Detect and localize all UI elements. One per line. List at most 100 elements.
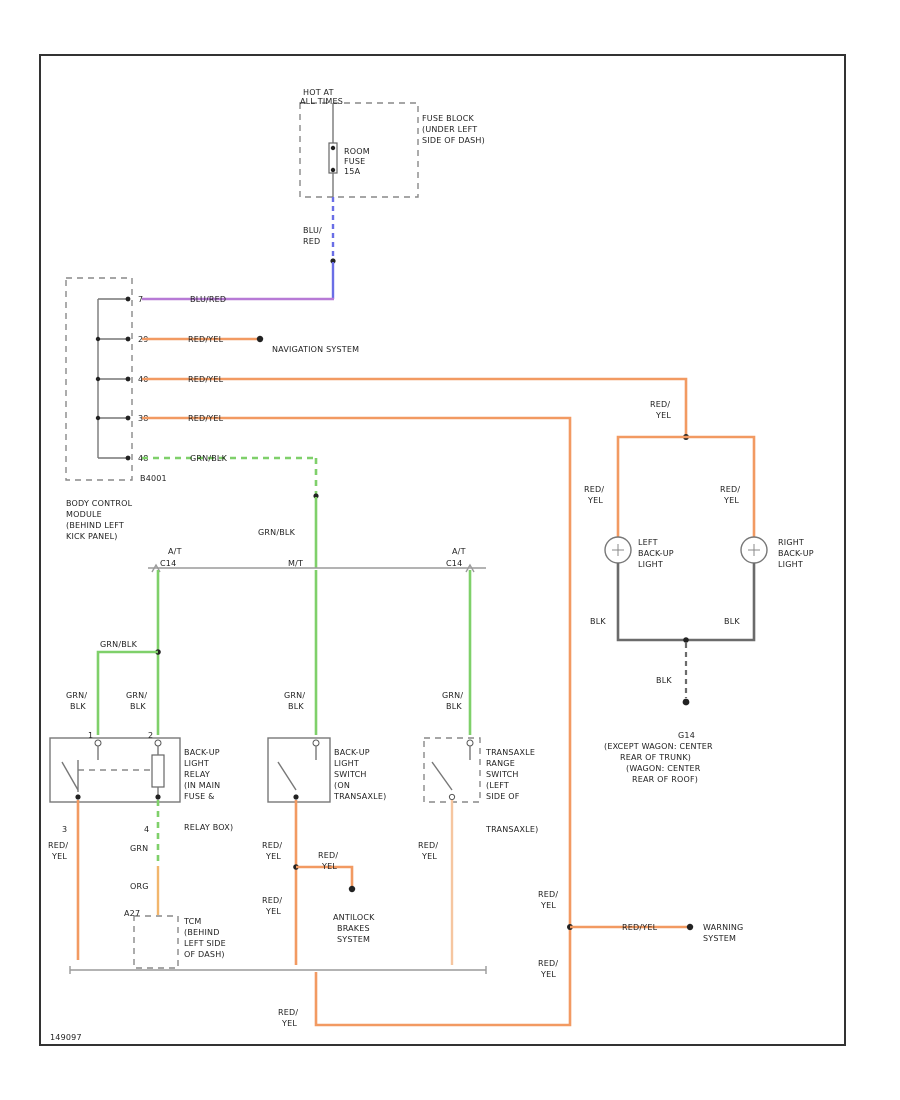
ground-wire-label: BLK (656, 676, 672, 685)
left-light-label-1: LEFT (638, 538, 658, 547)
switch-desc-1: BACK-UP (334, 748, 370, 757)
right-light-label-3: LIGHT (778, 560, 803, 569)
ground-desc-1: (EXCEPT WAGON: CENTER (604, 742, 713, 751)
bcm-pin40-wire (142, 377, 688, 437)
right-light-label-1: RIGHT (778, 538, 804, 547)
tcm: A27 TCM (BEHIND LEFT SIDE OF DASH) (124, 909, 226, 969)
ground-splice (683, 637, 689, 643)
splice-bus: A/T C14 M/T A/T C14 (148, 547, 486, 573)
body-control-module: 7 29 40 38 48 B4001 BODY CONTROL MODULE … (65, 277, 167, 541)
switch-in-label-1: GRN/ (284, 691, 305, 700)
ground-desc-4: REAR OF ROOF) (632, 775, 698, 784)
switch-arm (277, 761, 297, 791)
range-output-label-1: RED/ (418, 841, 438, 850)
relay-in2-label-1: GRN/ (126, 691, 147, 700)
green-branches: GRN/BLK GRN/ BLK GRN/ BLK GRN/ BLK GRN/ … (66, 570, 472, 735)
ground-desc-2: REAR OF TRUNK) (620, 753, 691, 762)
relay-pin-1-number: 1 (88, 731, 93, 740)
splice-left-label-1: A/T (168, 547, 182, 556)
relay-pin-2-number: 2 (148, 731, 153, 740)
bcm-location-3: (BEHIND LEFT (66, 521, 124, 530)
pin40-backup-light-feed: RED/YEL RED/ YEL (142, 375, 689, 440)
splice-right-tick (465, 563, 475, 573)
navigation-connector-dot (256, 335, 264, 343)
relay-desc-1: BACK-UP (184, 748, 220, 757)
relay-coil-wire-label: GRN/BLK (100, 640, 138, 649)
antilock-label-3: SYSTEM (337, 935, 370, 944)
fuse-rating: 15A (344, 167, 361, 176)
bcm-outline (65, 277, 133, 481)
range-switch-outline (423, 737, 481, 803)
bcm-pin38-wire (142, 416, 572, 1027)
ground-desc-3: (WAGON: CENTER (626, 764, 701, 773)
range-arm (431, 761, 453, 791)
switch-desc-2: LIGHT (334, 759, 359, 768)
relay-desc-6: RELAY BOX) (184, 823, 233, 832)
switch-in-label-2: BLK (288, 702, 304, 711)
diagram-frame (39, 54, 846, 1046)
bcm-pin-48-terminal (125, 455, 131, 461)
bcm-location-1: BODY CONTROL (66, 499, 133, 508)
splice-right-label-2: C14 (446, 559, 462, 568)
antilock-wire (296, 865, 354, 886)
splice-left-label-2: C14 (160, 559, 176, 568)
bcm-pin-7-terminal (125, 296, 131, 302)
range-desc-6: TRANSAXLE) (485, 825, 538, 834)
antilock-connector-dot (348, 885, 356, 893)
tcm-org-label: ORG (130, 882, 149, 891)
pin48-grn-blk-wire: GRN/BLK GRN/BLK (142, 454, 319, 568)
right-light-feed-label-1: RED/ (720, 485, 740, 494)
tcm-desc-2: (BEHIND (184, 928, 220, 937)
right-light-ground-label: BLK (724, 617, 740, 626)
grn-blk-drop-label: GRN/BLK (258, 528, 296, 537)
relay-lower-wires: RED/ YEL GRN ORG (48, 800, 160, 960)
relay-outline (49, 737, 181, 803)
switch-output-lower-label-2: YEL (265, 907, 281, 916)
fuse-block-location-1: FUSE BLOCK (422, 114, 474, 123)
fuse-block-location-3: SIDE OF DASH) (422, 136, 485, 145)
bcm-location-2: MODULE (66, 510, 102, 519)
tcm-desc-3: LEFT SIDE (184, 939, 226, 948)
antilock-label-1: ANTILOCK (333, 913, 375, 922)
blu-red-wire: BLU/ RED BLU/RED (142, 197, 336, 304)
antilock-wire-label-1: RED/ (318, 851, 338, 860)
return-upper-label-2: YEL (540, 901, 556, 910)
tcm-desc-4: OF DASH) (184, 950, 225, 959)
switch-desc-3: SWITCH (334, 770, 367, 779)
left-light-label-2: BACK-UP (638, 549, 674, 558)
tcm-pin: A27 (124, 909, 140, 918)
range-desc-1: TRANSAXLE (485, 748, 535, 757)
relay-coil (151, 754, 165, 788)
switch-outline (267, 737, 331, 803)
right-light-feed-label-2: YEL (723, 496, 739, 505)
relay-pin-4-number: 4 (144, 825, 149, 834)
switch-pin-top (312, 739, 320, 747)
relay-coil-ground-label: GRN (130, 844, 148, 853)
fuse-name: ROOM (344, 147, 370, 156)
left-light-label-3: LIGHT (638, 560, 663, 569)
light-ground-bus (616, 563, 756, 642)
relay-in2-label-2: BLK (130, 702, 146, 711)
light-feed-bus (616, 435, 756, 545)
left-light-feed-label-1: RED/ (584, 485, 604, 494)
relay-output-label-2: YEL (51, 852, 67, 861)
light-feed-label-2: YEL (655, 411, 671, 420)
hot-label-line2: ALL TIMES (300, 97, 343, 106)
warning-connector-dot (686, 923, 694, 931)
backup-light-switch: BACK-UP LIGHT SWITCH (ON TRANSAXLE) RED/… (262, 737, 386, 965)
bcm-pin7-wire-label: BLU/RED (190, 295, 226, 304)
return-upper-label-1: RED/ (538, 890, 558, 899)
fuse-block-location-2: (UNDER LEFT (422, 125, 477, 134)
warning-label-2: SYSTEM (703, 934, 736, 943)
bcm-pin40-wire-label: RED/YEL (188, 375, 224, 384)
relay-pin-2 (154, 739, 162, 747)
fuse-terminal-top (330, 145, 336, 151)
relay-pin-1 (94, 739, 102, 747)
return-lower-label-1: RED/ (538, 959, 558, 968)
right-bulb-filament (748, 544, 760, 556)
relay-desc-3: RELAY (184, 770, 210, 779)
blu-red-label-1: BLU/ (303, 226, 322, 235)
return-bottom-label-2: YEL (281, 1019, 297, 1028)
fuse-block: HOT AT ALL TIMES FUSE BLOCK (UNDER LEFT … (299, 88, 485, 198)
